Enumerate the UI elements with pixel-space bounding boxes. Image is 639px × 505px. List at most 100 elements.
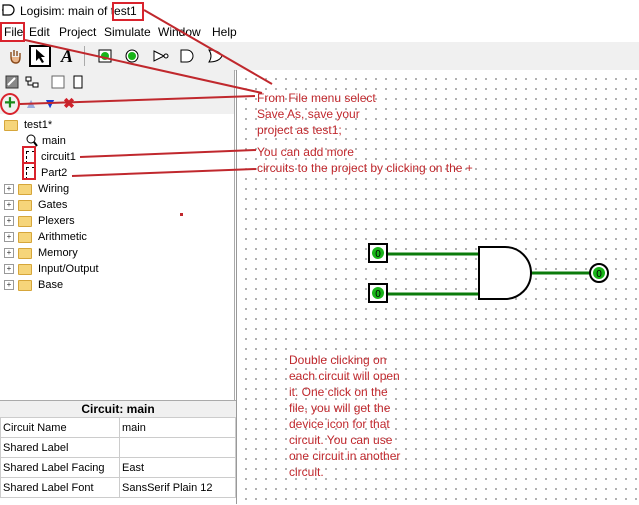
tree-library-input-output[interactable]: + Input/Output [4,261,99,277]
folder-icon [18,231,32,243]
circuit-drawing: 0 0 0 [368,243,609,303]
annotation-double-click: Double clicking on each circuit will ope… [289,352,400,480]
annotation-line: From File menu select [257,91,376,105]
attribute-value[interactable]: main [119,417,236,438]
annotation-line: circuits to the project by clicking on t… [257,161,473,175]
input-pin-value: 0 [375,289,381,300]
appearance-view-icon[interactable] [68,72,88,92]
expand-icon[interactable]: + [4,216,14,226]
not-gate-icon[interactable] [150,45,172,67]
highlight-box-title [112,2,144,21]
expand-icon[interactable]: + [4,232,14,242]
library-label: Plexers [38,215,75,227]
tree-circuit-main[interactable]: main [26,133,66,149]
annotation-line: circuit. [289,465,324,479]
tree-library-wiring[interactable]: + Wiring [4,181,69,197]
menu-edit[interactable]: Edit [29,25,50,39]
circuit-label: Part2 [41,167,68,179]
output-pin-value: 0 [596,269,602,280]
tree-library-arithmetic[interactable]: + Arithmetic [4,229,87,245]
library-label: Input/Output [38,263,99,275]
annotation-line: each circuit will open [289,369,400,383]
library-label: Memory [38,247,78,259]
input-pin-icon[interactable] [94,45,116,67]
folder-icon [18,199,32,211]
hand-poke-icon[interactable] [4,45,26,67]
tree-library-base[interactable]: + Base [4,277,63,293]
folder-icon [4,119,18,131]
project-name: test1* [24,119,53,131]
attribute-name: Shared Label Font [0,477,120,498]
attribute-row: Shared Label [0,437,236,458]
and-gate[interactable] [478,246,532,300]
and-gate-icon[interactable] [176,45,198,67]
move-down-icon[interactable]: ▼ [43,95,57,111]
toggle-explorer-icon[interactable] [2,72,22,92]
magnifier-icon [26,134,38,147]
expand-icon[interactable]: + [4,264,14,274]
expand-icon[interactable]: + [4,248,14,258]
arrow-select-icon[interactable] [29,45,51,67]
tree-library-memory[interactable]: + Memory [4,245,78,261]
highlight-box-file-menu [0,22,25,42]
folder-icon [18,183,32,195]
annotation-line: You can add more [257,145,354,159]
tree-project-root[interactable]: test1* [4,117,52,133]
logisim-app-icon [2,4,15,16]
library-label: Wiring [38,183,70,195]
stray-dot [180,213,183,216]
annotation-line: file, you will get the [289,401,391,415]
input-pin-value: 0 [375,249,381,260]
menu-project[interactable]: Project [59,25,97,39]
title-prefix: Logisim: main of [20,4,111,18]
attribute-row: Shared Label Font SansSerif Plain 12 [0,477,236,498]
expand-icon[interactable]: + [4,280,14,290]
input-pin-state [372,287,384,299]
attribute-name: Shared Label [0,437,120,458]
layout-view-icon[interactable] [48,72,68,92]
tree-view-icon[interactable] [22,72,42,92]
expand-icon[interactable]: + [4,200,14,210]
annotation-line: one circuit in another [289,449,401,463]
library-label: Arithmetic [38,231,87,243]
attribute-value[interactable]: East [119,457,236,478]
circuit-label: circuit1 [41,151,76,163]
attribute-row: Circuit Name main [0,417,236,438]
circuit-canvas[interactable]: 0 0 0 From File menu select Save As, sav… [236,70,639,504]
annotation-line: circuit. You can use [289,433,393,447]
output-pin-state [593,267,605,279]
input-pin-state [372,247,384,259]
folder-icon [18,247,32,259]
text-tool-icon[interactable]: A [60,45,73,66]
attribute-name: Circuit Name [0,417,120,438]
expand-icon[interactable]: + [4,184,14,194]
output-pin-icon[interactable] [121,45,143,67]
annotation-line: project as test1; [257,123,342,137]
explorer-toolbar: + ▲ ▼ ✖ [0,70,234,114]
or-gate-icon[interactable] [204,45,226,67]
folder-icon [18,215,32,227]
annotation-line: Save As, save your [257,107,360,121]
delete-circuit-icon[interactable]: ✖ [63,94,75,111]
toolbar: A [0,42,639,71]
menu-simulate[interactable]: Simulate [104,25,151,39]
annotation-line: Double clicking on [289,353,387,367]
menu-window[interactable]: Window [158,25,201,39]
library-label: Base [38,279,64,291]
folder-icon [18,263,32,275]
attribute-value[interactable]: SansSerif Plain 12 [119,477,236,498]
tree-library-plexers[interactable]: + Plexers [4,213,75,229]
menu-file[interactable]: File [4,25,24,39]
window-title: Logisim: main of test1 [20,4,137,18]
attribute-panel-title: Circuit: main [0,401,236,417]
move-up-icon[interactable]: ▲ [24,95,38,111]
attribute-value[interactable] [119,437,236,458]
highlight-box-part2 [22,162,36,180]
menu-help[interactable]: Help [212,25,237,39]
annotation-add-circuits: You can add more circuits to the project… [257,144,473,176]
toolbar-separator [84,46,85,66]
folder-icon [18,279,32,291]
tree-library-gates[interactable]: +Gates [4,197,67,213]
highlight-circle-add [0,93,20,115]
annotation-save-as: From File menu select Save As, save your… [257,90,376,138]
